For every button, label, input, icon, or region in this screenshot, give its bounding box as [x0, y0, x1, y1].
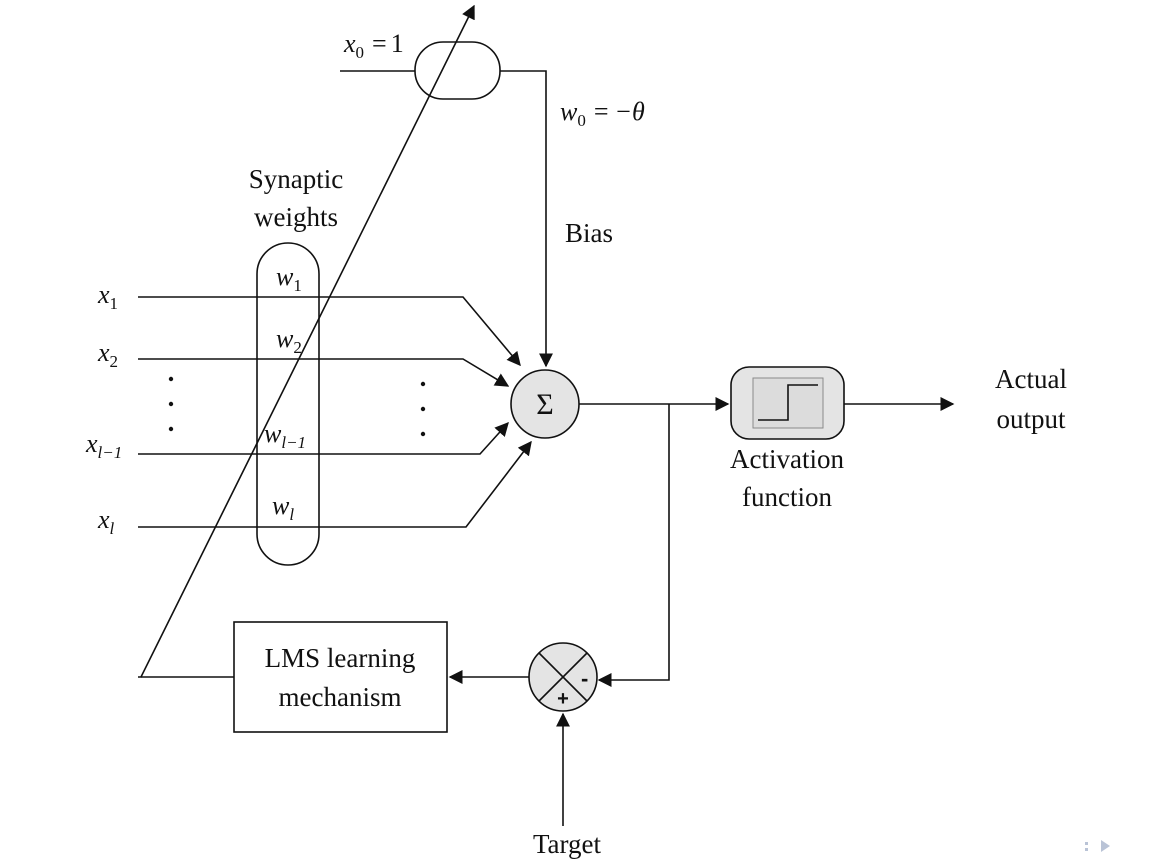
weight-adjustment-arrow	[138, 4, 475, 678]
input-label-1: x1	[97, 280, 118, 313]
lms-label-line1: LMS learning	[265, 643, 416, 673]
bias-connector	[500, 70, 547, 175]
bias-input-label: x0=1	[343, 29, 404, 62]
input-line-l	[138, 440, 532, 528]
step-function-icon	[758, 384, 818, 421]
feedback-line	[597, 404, 670, 687]
input-line-2	[138, 358, 510, 387]
minus-sign: -	[581, 666, 588, 691]
synaptic-weights-capsule	[256, 242, 320, 566]
input-line-1	[138, 296, 521, 367]
bias-weight-capsule	[414, 41, 501, 100]
target-label: Target	[533, 829, 602, 859]
summation-icon: Σ	[536, 388, 553, 421]
output-label-line1: Actual	[995, 364, 1067, 394]
error-node-cross-b	[538, 652, 588, 702]
weight-label-1: w1	[276, 262, 302, 295]
input-label-l-minus-1: xl−1	[85, 429, 122, 462]
bias-label: Bias	[565, 218, 613, 248]
plus-sign: +	[557, 688, 569, 710]
weight-label-l-minus-1: wl−1	[264, 419, 306, 452]
input-ellipsis-dots	[168, 376, 174, 432]
synaptic-weights-label-line2: weights	[254, 202, 338, 232]
slide-navigation[interactable]	[1085, 840, 1110, 852]
nav-next-icon[interactable]	[1101, 840, 1110, 852]
activation-label-line1: Activation	[730, 444, 844, 474]
lms-label-line2: mechanism	[279, 682, 402, 712]
synaptic-weights-label-line1: Synaptic	[249, 164, 344, 194]
weight-ellipsis-dots	[420, 381, 426, 437]
input-label-2: x2	[97, 338, 118, 371]
activation-label-line2: function	[742, 482, 832, 512]
weight-label-l: wl	[272, 491, 294, 524]
output-label-line2: output	[996, 404, 1066, 434]
weight-label-2: w2	[276, 324, 302, 357]
nav-dots-icon[interactable]	[1085, 842, 1088, 851]
bias-weight-label: w0=−θ	[560, 97, 645, 130]
input-label-l: xl	[97, 505, 115, 538]
lms-learning-box	[233, 621, 448, 733]
input-line-l-minus-1	[138, 421, 509, 455]
